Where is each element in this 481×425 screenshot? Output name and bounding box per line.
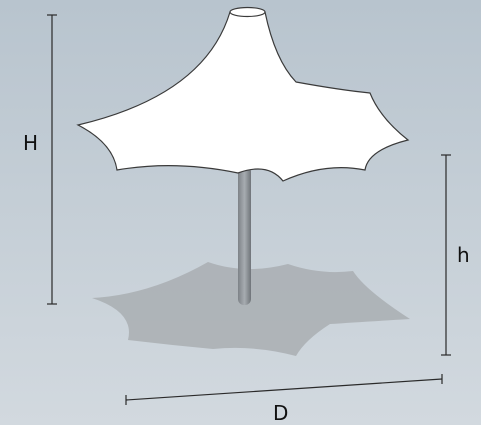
diameter-dimension <box>125 374 443 405</box>
height-dimension <box>47 14 57 305</box>
umbrella-pole <box>238 166 251 305</box>
height-label: H <box>23 131 38 155</box>
clear-height-dimension <box>441 154 451 356</box>
clear-height-label: h <box>457 243 470 267</box>
diameter-label: D <box>273 401 288 425</box>
umbrella-canopy <box>76 11 410 182</box>
canopy-top-ring <box>229 6 266 18</box>
canopy-shadow <box>92 262 410 356</box>
